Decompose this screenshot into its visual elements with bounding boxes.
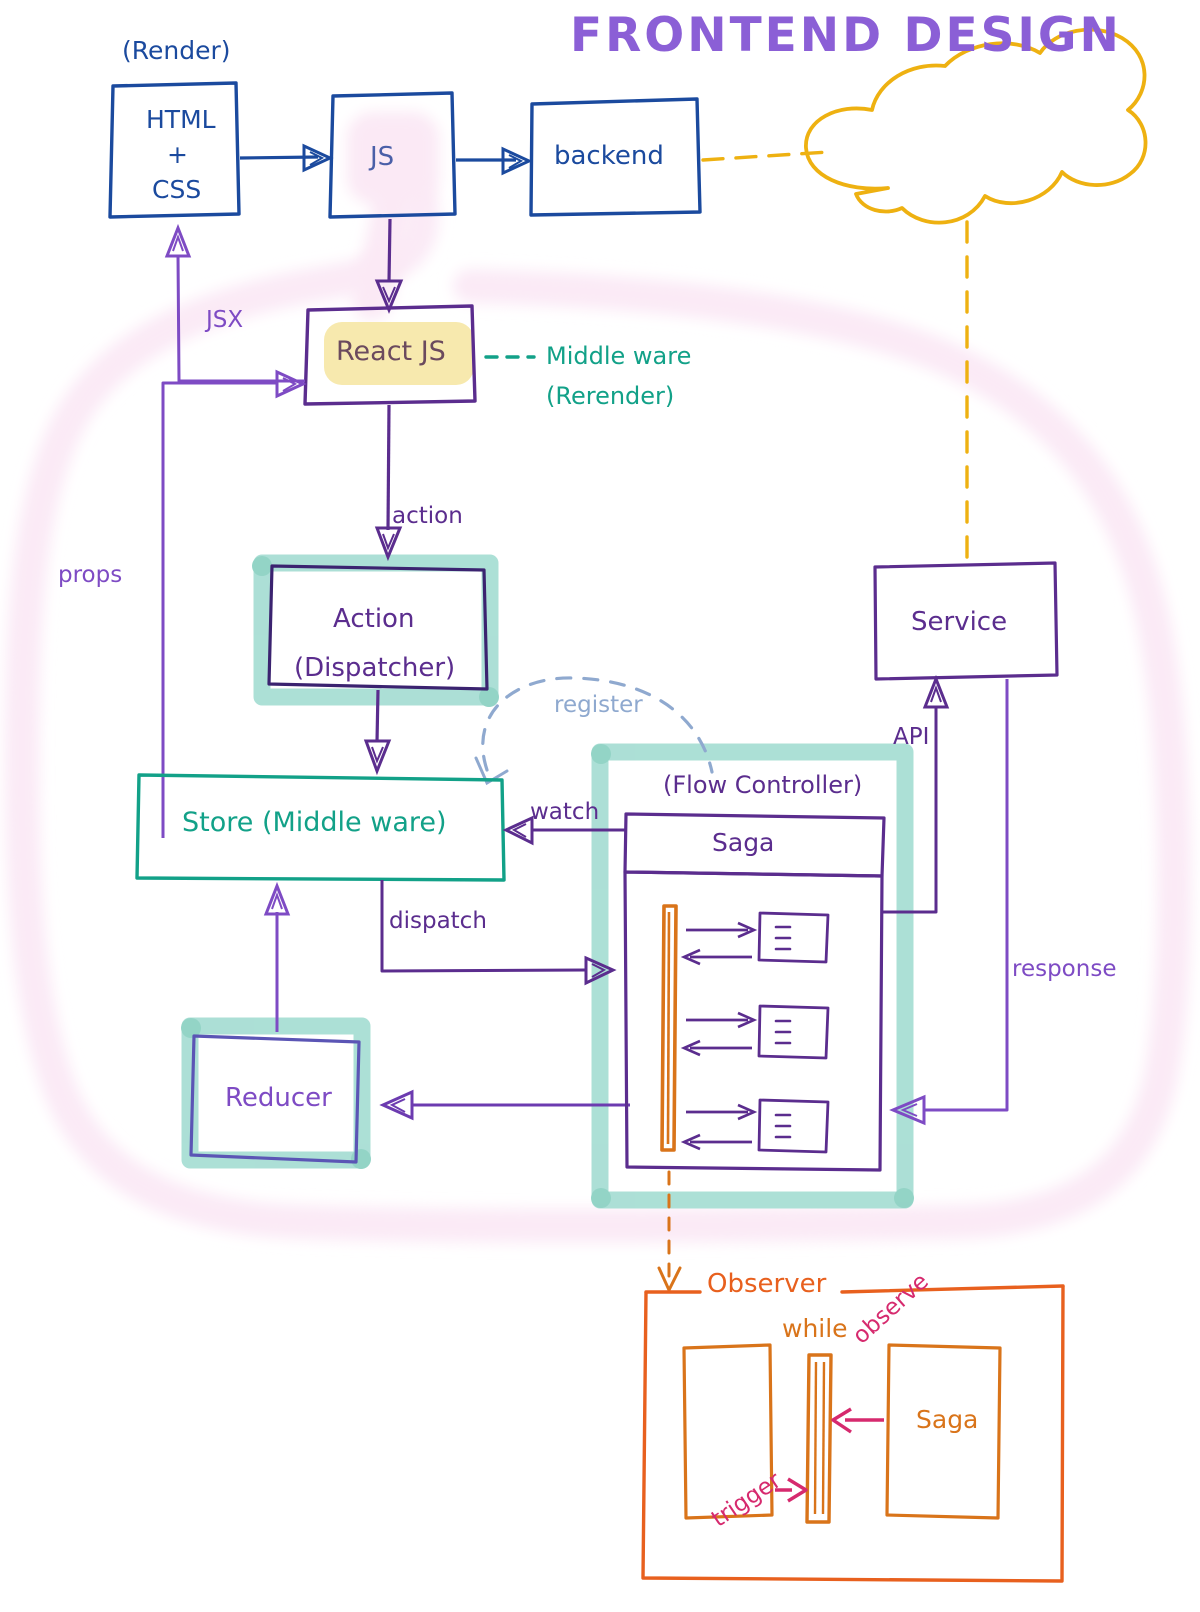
arrow-observe <box>831 1407 884 1434</box>
saga-header-box <box>623 812 886 878</box>
teal-highlight-action <box>252 554 499 707</box>
arrow-props <box>161 369 307 838</box>
arrow-jsx <box>164 223 305 383</box>
pink-glow-path <box>4 183 1192 1243</box>
teal-highlight-flow-controller <box>591 743 914 1209</box>
arrow-saga-to-reducer <box>379 1089 630 1121</box>
html-css-box <box>108 81 241 219</box>
cloud-shape <box>804 27 1148 225</box>
observer-saga-box <box>885 1343 1002 1520</box>
js-box <box>328 91 457 219</box>
arrow-watch <box>502 815 628 846</box>
dashed-backend-to-cloud <box>701 150 830 162</box>
observer-while-bar <box>805 1353 833 1524</box>
dashed-register-arc <box>474 676 714 786</box>
observer-left-box <box>682 1343 774 1520</box>
observer-panel <box>641 1284 1065 1583</box>
arrow-action-to-store <box>363 689 392 776</box>
arrow-api <box>883 674 950 914</box>
arrow-dispatch <box>380 880 617 986</box>
react-js-box <box>303 304 477 406</box>
dashed-saga-to-observer <box>657 1170 682 1294</box>
saga-body-box <box>623 870 884 1172</box>
store-box <box>135 773 506 882</box>
react-yellow-highlight <box>324 322 474 385</box>
saga-step-1 <box>680 911 830 966</box>
arrow-reducer-to-store <box>263 881 291 1032</box>
service-box <box>873 561 1059 681</box>
arrow-js-to-backend <box>456 146 533 176</box>
arrow-react-to-action <box>374 404 403 562</box>
arrow-html-to-js <box>239 143 334 173</box>
arrow-js-to-react <box>374 218 404 314</box>
backend-box <box>529 97 702 217</box>
arrow-response <box>889 679 1009 1126</box>
while-loop-bar <box>660 904 678 1152</box>
saga-step-3 <box>680 1098 830 1154</box>
arrow-trigger <box>775 1477 808 1503</box>
action-dispatcher-box <box>267 564 489 691</box>
reducer-box <box>189 1034 361 1164</box>
saga-step-2 <box>680 1004 830 1060</box>
